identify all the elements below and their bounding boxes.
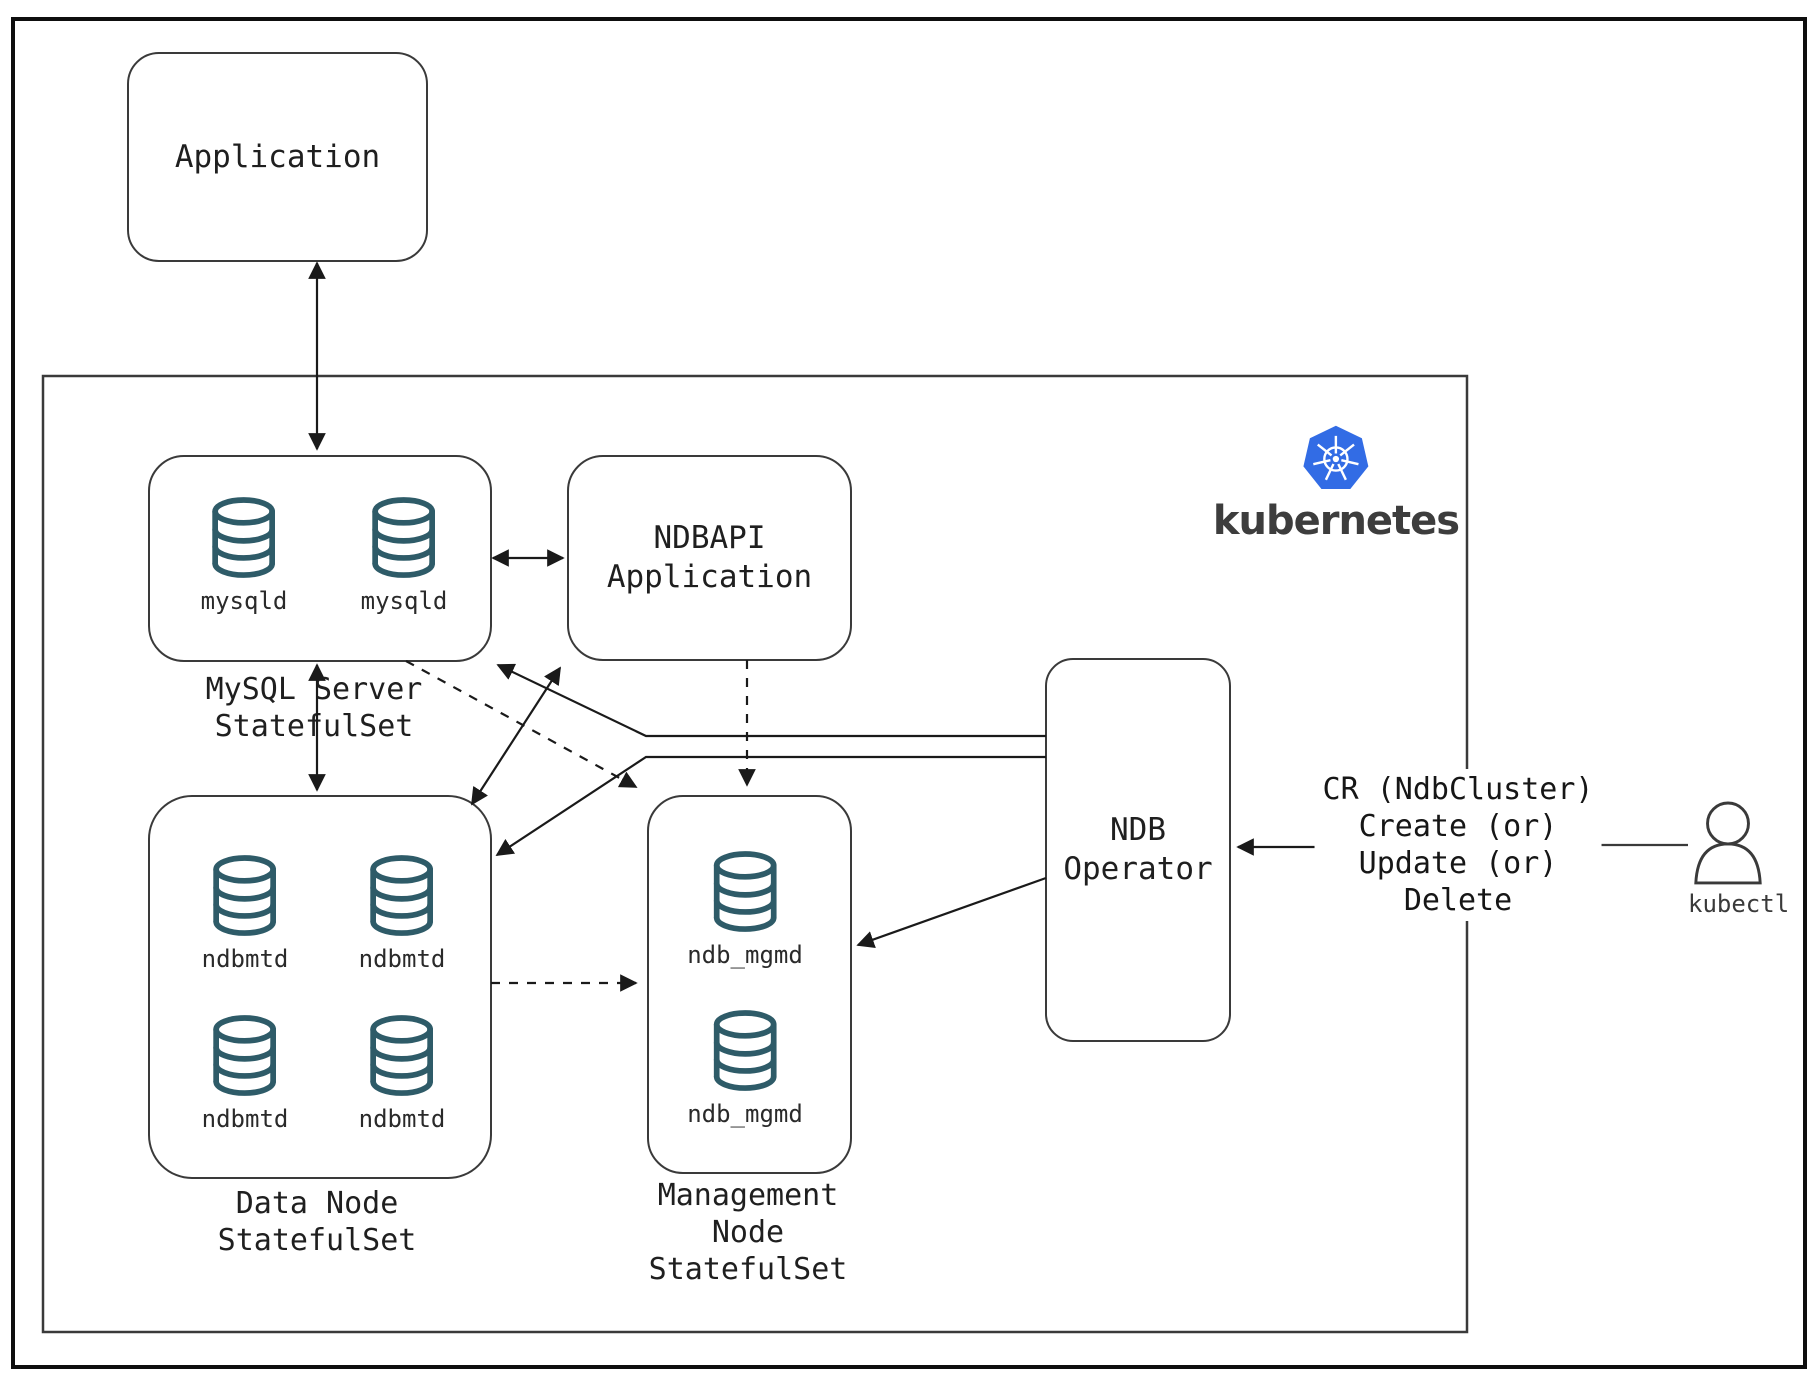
ndb-mgmd-pod-label: ndb_mgmd: [687, 941, 803, 969]
ndbmtd-pod-label: ndbmtd: [201, 1105, 289, 1133]
ndbmtd-pod-label: ndbmtd: [358, 1105, 446, 1133]
ndbmtd-pod-4: ndbmtd: [358, 1014, 446, 1133]
management-statefulset-label: Management Node StatefulSet: [648, 1178, 848, 1287]
ndbmtd-pod-2: ndbmtd: [358, 854, 446, 973]
mysqld-pod-label: mysqld: [360, 587, 448, 615]
database-icon: [364, 1014, 440, 1098]
ndbmtd-pod-3: ndbmtd: [201, 1014, 289, 1133]
data-node-statefulset-label: Data Node StatefulSet: [217, 1186, 417, 1258]
cr-ndbcluster-note: CR (NdbCluster) Create (or) Update (or) …: [1314, 769, 1602, 921]
database-icon: [707, 1009, 783, 1093]
mysql-statefulset-label: MySQL Server StatefulSet: [205, 672, 423, 744]
ndbapi-application-label: NDBAPI Application: [606, 520, 813, 595]
kubectl-label: kubectl: [1688, 890, 1790, 918]
kubectl-user: kubectl: [1688, 796, 1790, 918]
person-icon: [1694, 801, 1762, 885]
database-icon: [207, 854, 283, 938]
kubernetes-wordmark: kubernetes: [1212, 498, 1460, 544]
application-box: Application: [127, 52, 428, 262]
mysqld-pod-1: mysqld: [200, 496, 288, 615]
ndb-mgmd-pod-2: ndb_mgmd: [687, 1009, 803, 1128]
mysqld-pod-label: mysqld: [200, 587, 288, 615]
database-icon: [366, 496, 442, 580]
mysqld-pod-2: mysqld: [360, 496, 448, 615]
ndbapi-application-box: NDBAPI Application: [567, 455, 852, 661]
kubernetes-logo-icon: [1303, 425, 1369, 489]
ndbmtd-pod-1: ndbmtd: [201, 854, 289, 973]
kubernetes-logo: kubernetes: [1212, 420, 1460, 544]
ndbmtd-pod-label: ndbmtd: [201, 945, 289, 973]
ndb-mgmd-pod-label: ndb_mgmd: [687, 1100, 803, 1128]
database-icon: [206, 496, 282, 580]
ndbmtd-pod-label: ndbmtd: [358, 945, 446, 973]
database-icon: [207, 1014, 283, 1098]
application-box-label: Application: [174, 138, 381, 175]
outer-frame: [11, 17, 1807, 1369]
ndb-operator-label: NDB Operator: [1063, 812, 1213, 887]
ndb-operator-box: NDB Operator: [1045, 658, 1231, 1042]
database-icon: [707, 850, 783, 934]
ndb-mgmd-pod-1: ndb_mgmd: [687, 850, 803, 969]
database-icon: [364, 854, 440, 938]
